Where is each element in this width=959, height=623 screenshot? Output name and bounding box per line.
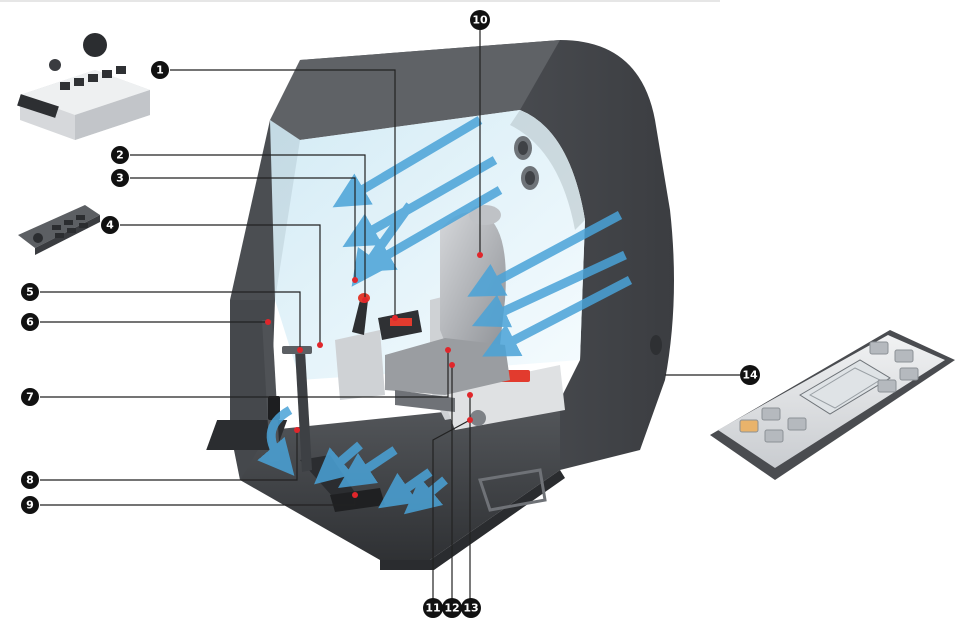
panel-button [877,379,897,393]
left-console [335,293,385,400]
airflow-arrow [357,186,503,273]
rotary-knob-icon [83,33,107,57]
callout-14: 14 [740,365,760,385]
airflow-arrow [332,116,483,208]
outer-vent-icon [650,335,662,355]
airflow-arrow [471,250,627,328]
panel-button [869,341,889,355]
airflow-arrow [482,276,633,357]
switch-panel-inset [18,205,100,255]
panel-button [761,407,781,421]
airflow-arrows [257,116,633,515]
callout-13-label: 13 [463,602,478,615]
callout-5: 5 [21,283,39,301]
callout-8-label: 8 [26,474,34,487]
callout-7-label: 7 [26,391,34,404]
callout-10-label: 10 [472,14,488,27]
callout-7: 7 [21,388,39,406]
callout-14-label: 14 [742,369,758,382]
callout-5-label: 5 [26,286,34,299]
callout-10: 10 [470,10,490,30]
callout-13: 13 [461,598,481,618]
key-switch-icon [49,59,61,71]
leader-dots [265,252,483,498]
callout-12-label: 12 [444,602,459,615]
foot-pedal [330,488,385,512]
control-box-center [378,310,422,340]
leader-lines [40,30,740,600]
callout-1-label: 1 [156,64,164,77]
callout-11-label: 11 [425,602,440,615]
headrest [469,205,501,225]
callout-2-label: 2 [116,149,124,162]
joystick-icon [352,300,368,335]
callout-2: 2 [111,146,129,164]
callout-12: 12 [442,598,462,618]
airflow-arrow [351,202,414,287]
control-box-inset [17,33,150,140]
panel-button [894,349,914,363]
callout-3: 3 [111,169,129,187]
airflow-arrow [403,476,448,515]
panel-button [764,429,784,443]
callout-6: 6 [21,313,39,331]
panel-button [787,417,807,431]
panel-button-auto [739,419,759,433]
airflow-arrow [467,211,623,297]
callout-3-label: 3 [116,172,124,185]
airflow-arrow [257,406,295,476]
callout-9: 9 [21,496,39,514]
callout-9-label: 9 [26,499,34,512]
knob-icon [470,410,486,426]
airflow-arrow [342,156,498,248]
callout-6-label: 6 [26,316,34,329]
callout-8: 8 [21,471,39,489]
callout-1: 1 [151,61,169,79]
climate-control-panel-inset [710,330,955,480]
callout-4-label: 4 [106,219,114,232]
callout-4: 4 [101,216,119,234]
panel-button [899,367,919,381]
airflow-arrow [338,446,398,488]
callout-11: 11 [423,598,443,618]
